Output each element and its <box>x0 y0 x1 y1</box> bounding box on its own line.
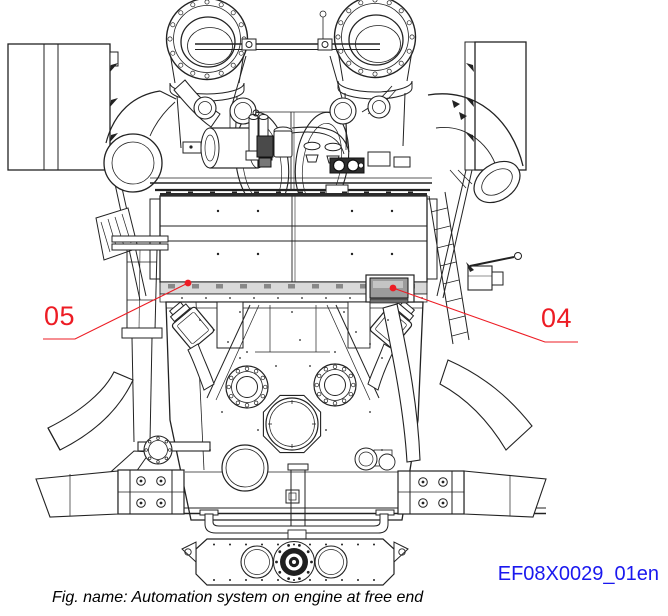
cooler-bolt-dots <box>216 209 394 256</box>
sump-bolt-dots <box>213 543 375 581</box>
canister-pipe-right <box>367 343 395 391</box>
crankcase-bolt-dots <box>199 311 389 451</box>
water-pump-housing <box>221 444 269 492</box>
callout-label-05: 05 <box>44 301 76 331</box>
right-lower-duct <box>439 359 533 451</box>
top-deck-components <box>182 95 411 174</box>
canister-pipe-left <box>187 343 215 391</box>
callout-leader-04 <box>389 284 578 343</box>
charge-air-cooler-panel <box>149 193 438 283</box>
small-flanged-cover-left <box>143 435 173 465</box>
air-silencer-box-right <box>464 41 527 171</box>
callout-label-04: 04 <box>541 303 573 333</box>
figure-caption: Fig. name: Automation system on engine a… <box>52 589 424 606</box>
right-vertical-pipe <box>382 303 421 463</box>
charge-air-duct-right <box>361 85 524 204</box>
left-side-ducting <box>47 207 169 451</box>
foot-bolts <box>136 476 448 508</box>
engine-foot-left <box>35 469 185 518</box>
pump-cluster-right <box>354 447 396 471</box>
charge-air-duct-left <box>103 79 268 193</box>
callout-leader-05 <box>43 279 192 340</box>
engine-foot-right <box>397 470 547 518</box>
cover-bolt-holes <box>144 364 356 464</box>
exhaust-outlet-flange-left <box>165 0 249 149</box>
pump-cover-right <box>313 363 357 407</box>
resilient-canister-left <box>168 301 215 350</box>
crankshaft-hub <box>273 541 315 583</box>
automation-module-04 <box>365 274 415 304</box>
figure-reference-code: EF08X0029_01en <box>497 563 659 585</box>
top-connecting-bar <box>195 10 380 51</box>
right-support-bracket <box>428 191 522 345</box>
camshaft-octagon-cover <box>262 394 322 454</box>
air-silencer-box-left <box>7 43 119 171</box>
pump-cover-left <box>225 365 269 409</box>
